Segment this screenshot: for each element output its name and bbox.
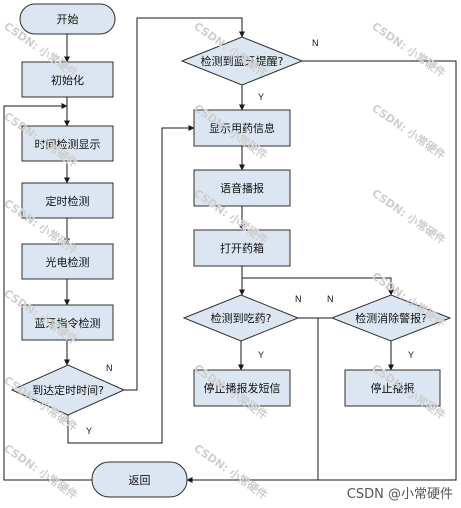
stop-broadcast-process (344, 369, 441, 407)
photo-check-process (21, 243, 114, 280)
cancel-alarm-decision (330, 294, 452, 342)
cancel-no-label: N (327, 294, 334, 304)
init-process (21, 61, 114, 98)
footer-watermark: CSDN @小常硬件 (346, 487, 453, 502)
bt-yes-label: Y (258, 92, 265, 102)
edge-took-no (298, 317, 319, 480)
took-no-label: N (295, 294, 302, 304)
bt-reminder-decision (180, 36, 304, 86)
time-yes-label: Y (86, 426, 93, 436)
open-box-process (193, 229, 291, 267)
edge-bt-no (186, 60, 457, 483)
show-med-process (193, 109, 291, 147)
voice-process (193, 169, 291, 207)
time-display-process (21, 125, 114, 162)
return-terminal (91, 461, 188, 498)
edge-openbox-cancel (242, 277, 394, 296)
bt-cmd-check-process (21, 304, 114, 341)
timer-check-process (21, 182, 114, 219)
edge-return-loop (3, 103, 92, 481)
took-med-decision (182, 294, 300, 342)
edge-time-yes (67, 125, 195, 444)
start-terminal (19, 3, 116, 35)
bt-no-label: N (312, 38, 319, 48)
cancel-yes-label: Y (408, 350, 415, 360)
took-yes-label: Y (258, 350, 265, 360)
stop-sms-process (193, 369, 291, 407)
time-no-label: N (106, 363, 113, 373)
edge-time-no (124, 17, 245, 391)
